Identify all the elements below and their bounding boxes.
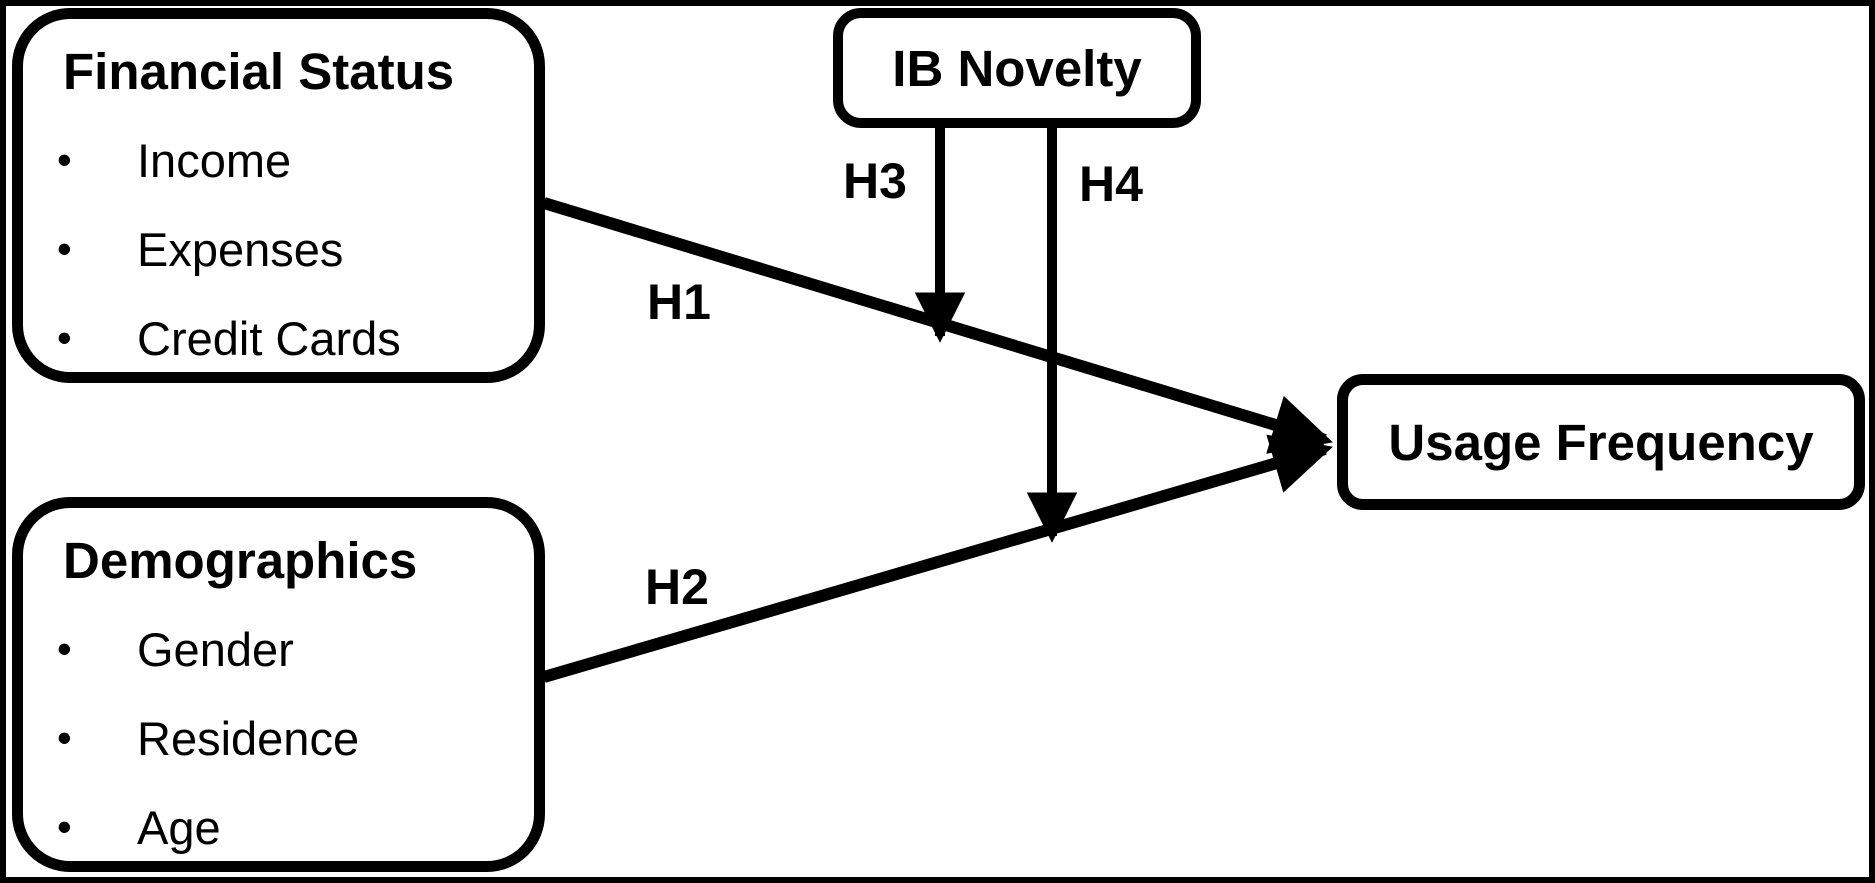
list-item: • Income: [23, 116, 534, 205]
bullet-icon: •: [57, 136, 72, 184]
usage-frequency-title: Usage Frequency: [1388, 413, 1814, 471]
bullet-icon: •: [57, 803, 72, 851]
list-item-label: Income: [137, 133, 292, 187]
list-item-label: Credit Cards: [137, 311, 401, 365]
demographics-list: • Gender • Residence • Age: [23, 605, 534, 872]
bullet-icon: •: [57, 714, 72, 762]
financial-status-title: Financial Status: [63, 43, 455, 100]
usage-frequency-box: Usage Frequency: [1337, 374, 1865, 510]
demographics-title: Demographics: [63, 532, 418, 589]
financial-status-list: • Income • Expenses • Credit Cards: [23, 116, 534, 383]
list-item: • Gender: [23, 605, 534, 694]
h3-label: H3: [843, 153, 907, 209]
ib-novelty-box: IB Novelty: [833, 8, 1201, 128]
demographics-box: Demographics • Gender • Residence • Age: [12, 497, 545, 872]
list-item-label: Gender: [137, 622, 294, 676]
h2-label: H2: [645, 559, 709, 615]
list-item-label: Expenses: [137, 222, 344, 276]
list-item: • Credit Cards: [23, 294, 534, 383]
list-item: • Residence: [23, 694, 534, 783]
bullet-icon: •: [57, 625, 72, 673]
list-item-label: Age: [137, 800, 221, 854]
bullet-icon: •: [57, 314, 72, 362]
h4-label: H4: [1079, 156, 1143, 212]
h2-arrow: [542, 434, 1333, 683]
list-item: • Expenses: [23, 205, 534, 294]
financial-status-box: Financial Status • Income • Expenses • C…: [12, 8, 545, 383]
list-item-label: Residence: [137, 711, 360, 765]
bullet-icon: •: [57, 225, 72, 273]
h1-label: H1: [647, 274, 711, 330]
list-item: • Age: [23, 783, 534, 872]
ib-novelty-title: IB Novelty: [892, 39, 1142, 97]
